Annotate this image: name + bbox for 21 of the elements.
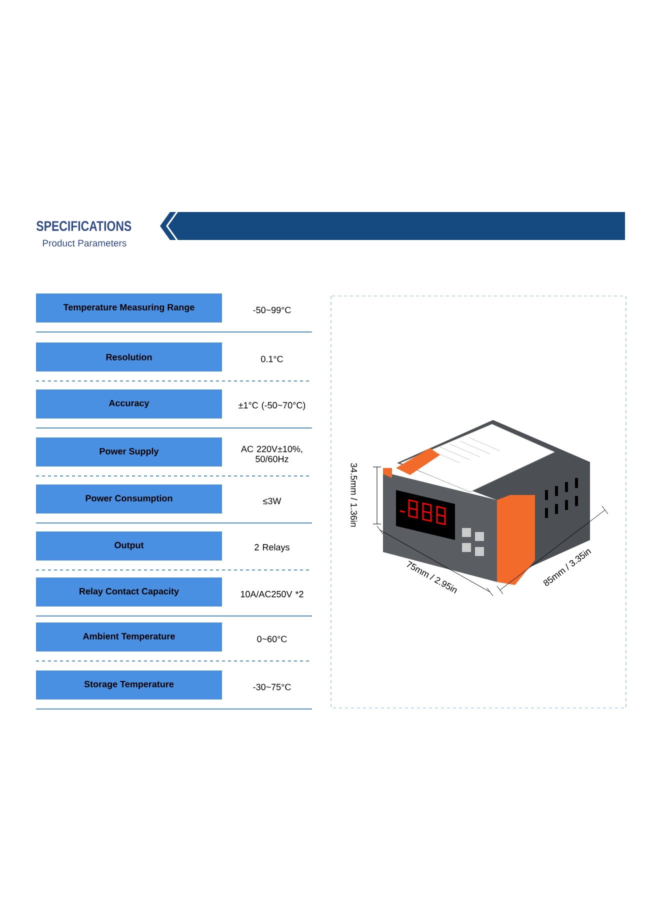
spec-value: 0.1°C <box>261 356 283 362</box>
spec-label-cell: Accuracy <box>36 390 222 418</box>
spec-value: AC 220V±10%, 50/60Hz <box>241 446 302 462</box>
spec-label-cell: Resolution <box>36 342 222 372</box>
spec-label-cell: Output <box>36 532 222 560</box>
spec-label-cell: Power Consumption <box>36 484 222 514</box>
spec-label-cell: Temperature Measuring Range <box>36 294 222 322</box>
spec-value: -30~75°C <box>253 684 291 690</box>
spec-value: 2 Relays <box>254 544 290 552</box>
spec-value: ±1°C (-50~70°C) <box>238 402 306 410</box>
dimension-label: 34.5mm / 1.36in <box>350 463 358 527</box>
spec-value: 10A/AC250V *2 <box>240 590 304 598</box>
subtitle: Product Parameters <box>42 240 126 246</box>
title: SPECIFICATIONS <box>36 221 132 231</box>
spec-value: ≤3W <box>263 498 282 504</box>
spec-label-cell: Ambient Temperature <box>36 622 222 652</box>
spec-label-cell: Relay Contact Capacity <box>36 578 222 606</box>
spec-value: -50~99°C <box>253 306 291 314</box>
spec-value: 0~60°C <box>257 636 287 642</box>
spec-label-cell: Power Supply <box>36 438 222 466</box>
spec-label-cell: Storage Temperature <box>36 670 222 700</box>
